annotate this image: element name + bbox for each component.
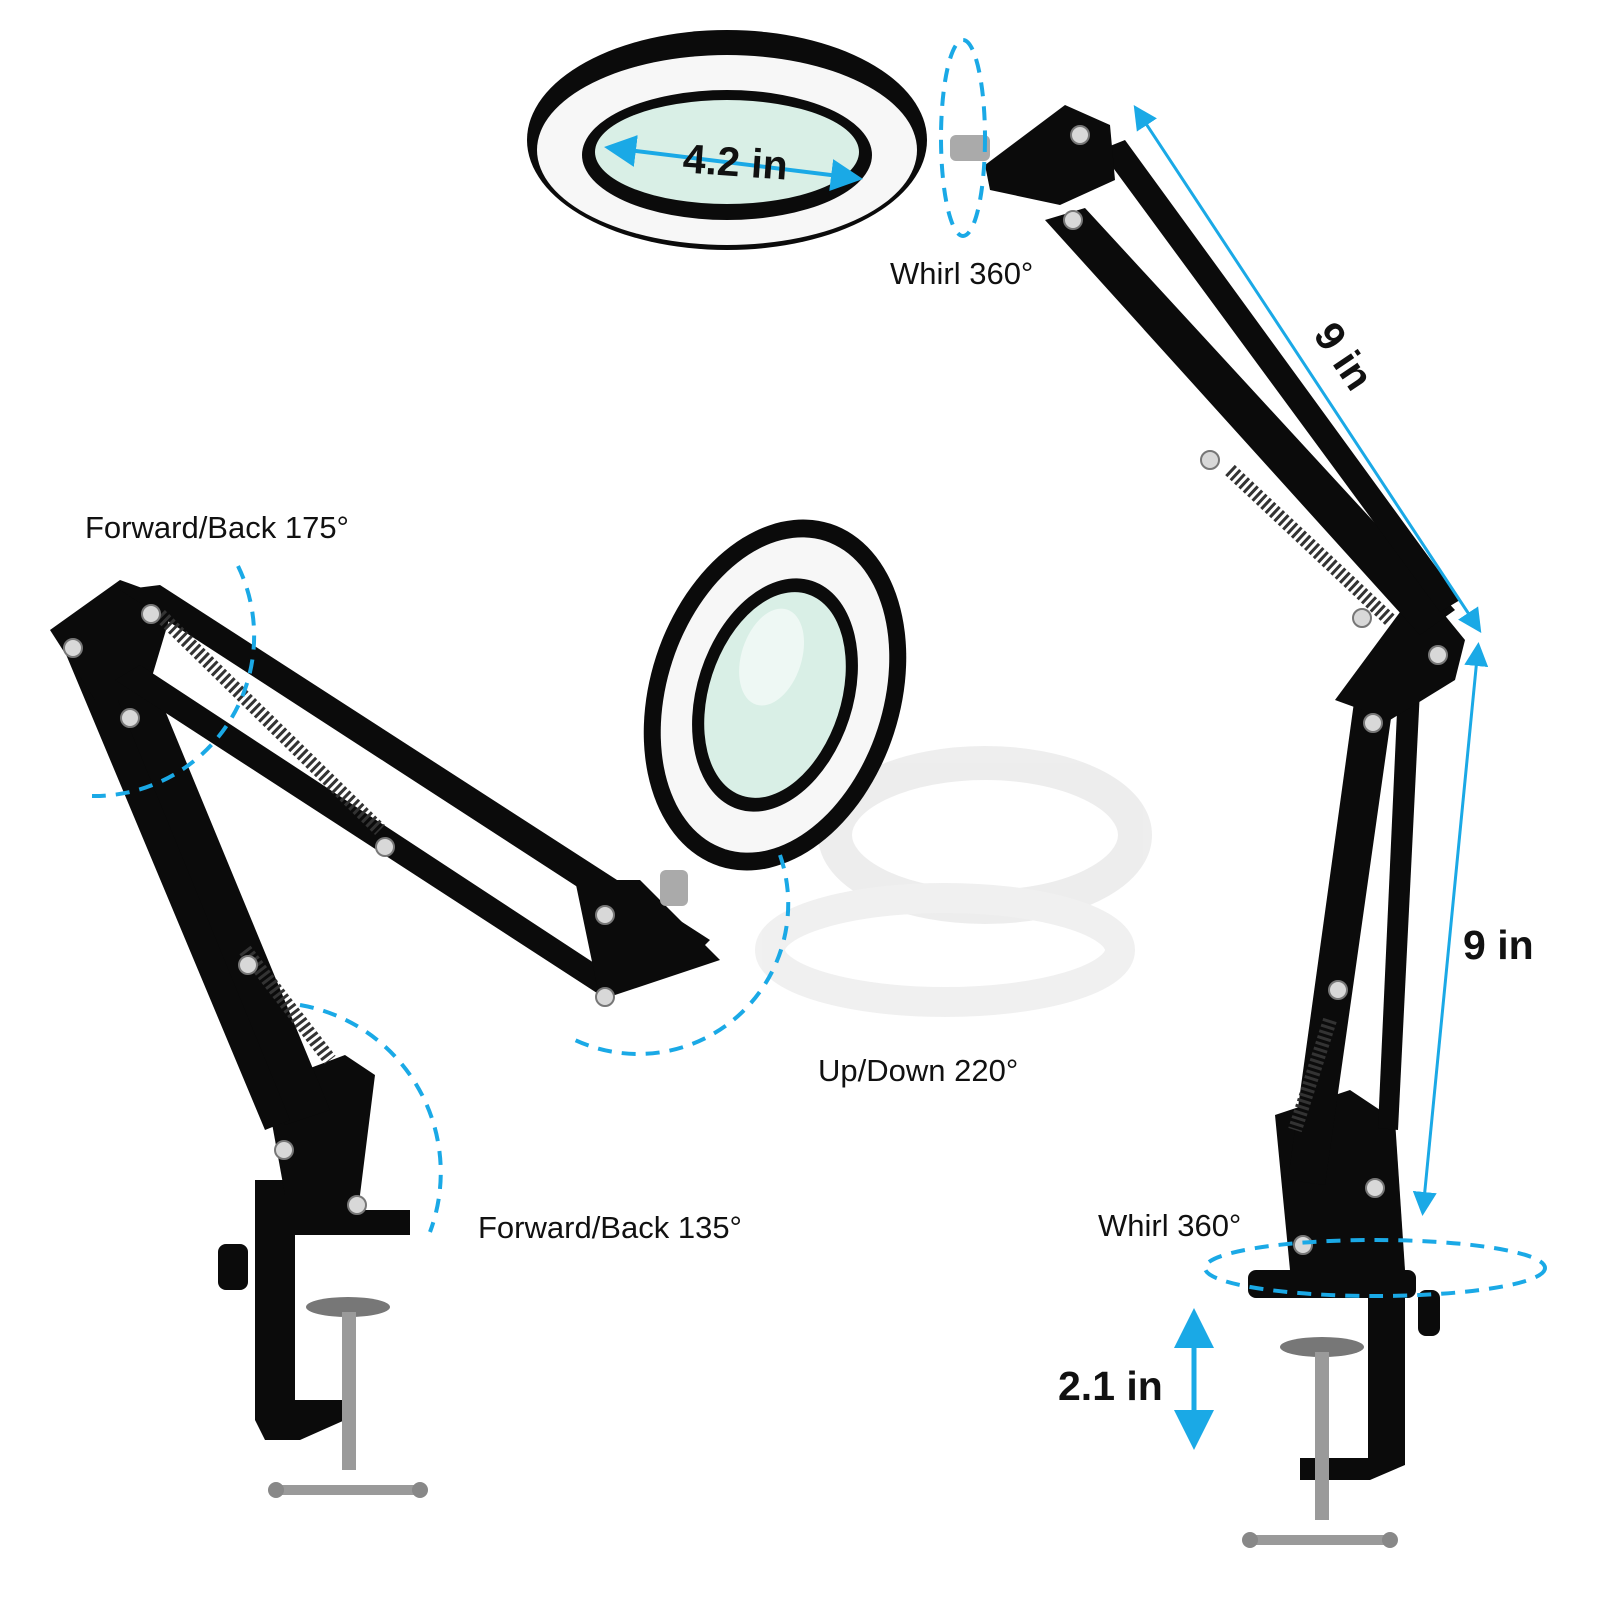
head-whirl-label: Whirl 360°	[890, 256, 1034, 291]
head-whirl-ellipse	[939, 38, 987, 238]
lower-joint-label: Forward/Back 135°	[478, 1210, 742, 1245]
left-clamp	[218, 1180, 428, 1498]
left-magnifier-head	[643, 519, 907, 871]
lens-diameter-arrow	[604, 135, 863, 191]
lower-joint-arc	[299, 1003, 443, 1233]
clamp-opening-label: 2.1 in	[1058, 1363, 1163, 1409]
right-clamp	[1242, 1270, 1440, 1548]
lens-diameter-label: 4.2 in	[681, 135, 790, 189]
lower-arm-length-label: 9 in	[1463, 922, 1534, 968]
base-whirl-label: Whirl 360°	[1098, 1208, 1242, 1243]
base-whirl-ellipse	[1203, 1238, 1547, 1298]
head-tilt-arc	[574, 854, 791, 1056]
left-lamp	[50, 519, 907, 1498]
lower-arm-arrow	[1412, 642, 1489, 1216]
head-tilt-label: Up/Down 220°	[818, 1053, 1019, 1088]
upper-arm-arrow	[1133, 104, 1482, 634]
ghost-lamp-heads	[755, 746, 1152, 1017]
annotations	[91, 38, 1547, 1450]
upper-joint-label: Forward/Back 175°	[85, 510, 349, 545]
